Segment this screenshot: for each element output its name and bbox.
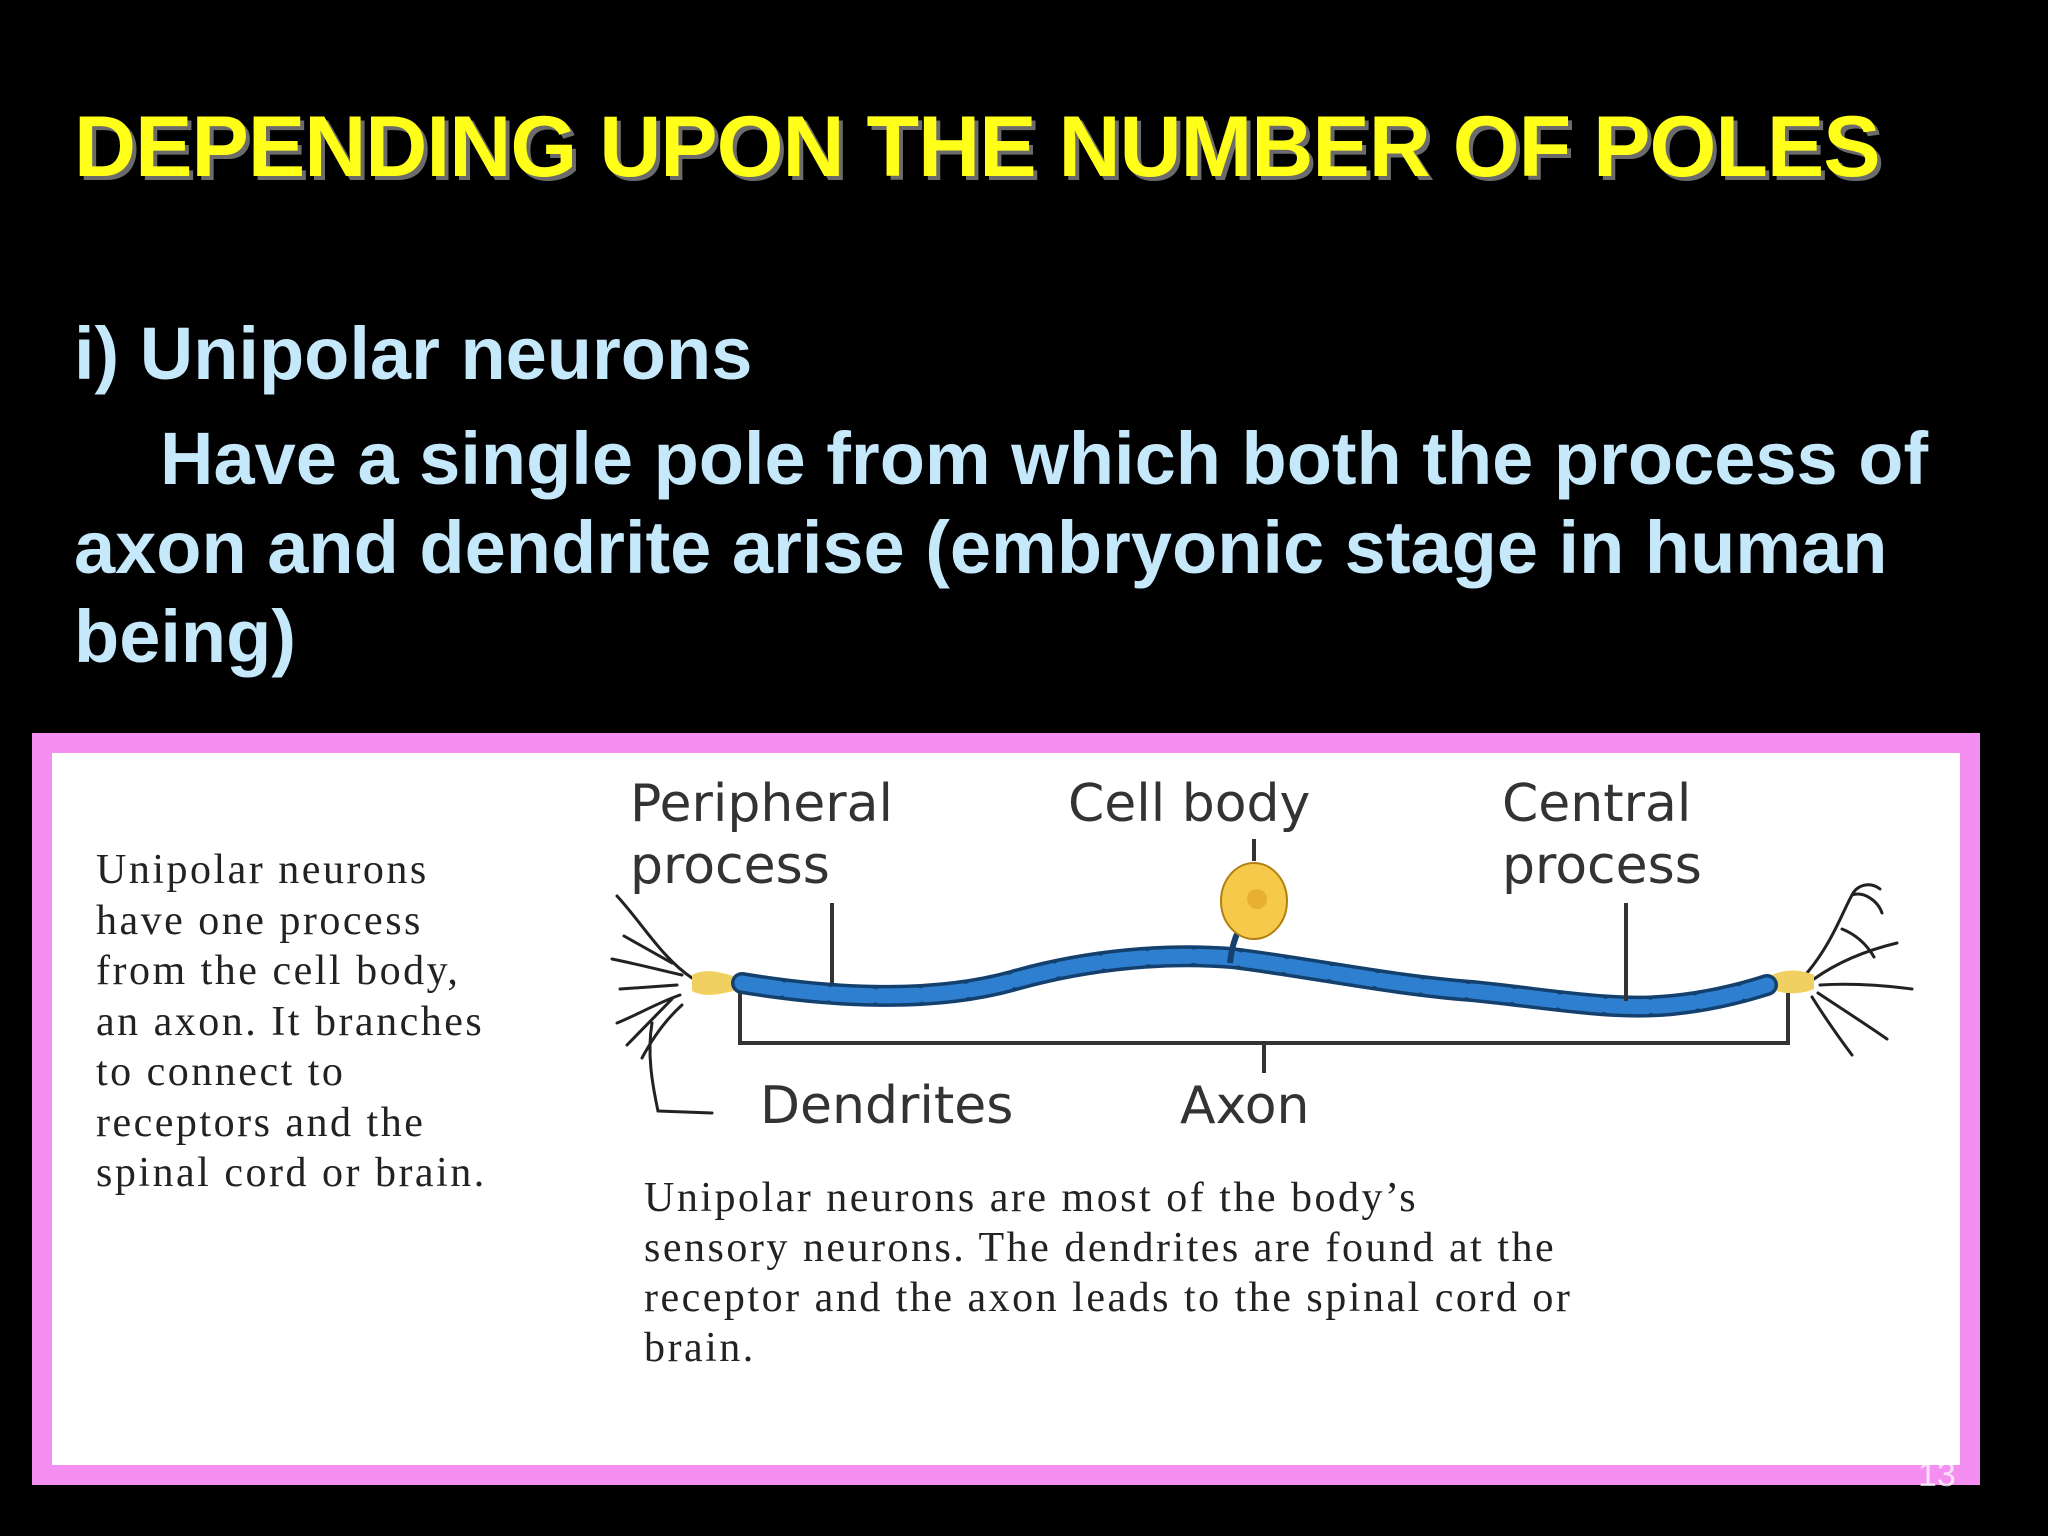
slide-number: 13 [1918,1456,1956,1494]
label-pointer-lines [738,839,1790,1073]
central-terminal-blob [1767,970,1814,994]
label-dendrites: Dendrites [760,1076,1014,1136]
peripheral-terminal-blob [692,971,742,995]
peripheral-dendrite-branches [610,894,714,1115]
slide-subtitle: i) Unipolar neurons [74,312,753,395]
unipolar-neuron-diagram [610,839,1914,1115]
label-peripheral-process: Peripheral process [630,774,893,896]
axon-myelin [734,948,1775,1015]
label-central-process: Central process [1502,774,1702,896]
slide-body-text: Have a single pole from which both the p… [74,417,1929,678]
slide-title: DEPENDING UPON THE NUMBER OF POLES [74,99,1881,195]
bottom-caption: Unipolar neurons are most of the body’s … [644,1175,1573,1371]
figure-frame: Peripheral process Cell body Central pro… [32,733,1980,1485]
central-terminal-branches [1805,883,1914,1057]
label-axon: Axon [1180,1076,1310,1136]
label-cell-body: Cell body [1068,774,1311,834]
cell-body-nucleus [1247,889,1267,909]
side-caption: Unipolar neurons have one process from t… [96,847,487,1196]
neuron-figure: Peripheral process Cell body Central pro… [52,753,1960,1465]
